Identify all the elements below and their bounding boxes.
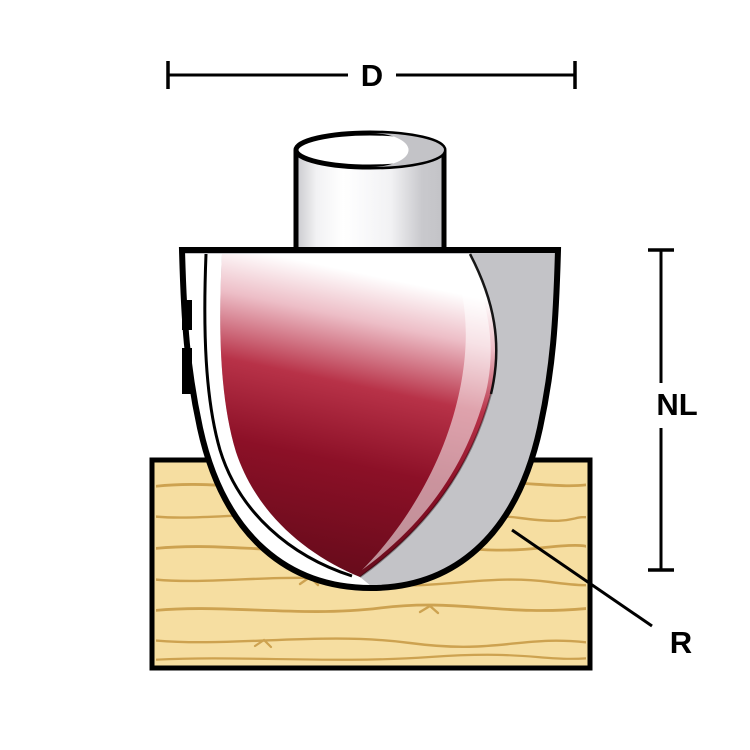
shank-outline <box>293 150 447 250</box>
dimension-diameter: D <box>166 58 577 93</box>
radius-callout: R <box>511 528 692 660</box>
radius-leader-line <box>511 528 653 628</box>
cutting-edge-line <box>203 253 353 578</box>
label-radius: R <box>670 625 692 660</box>
grain-line <box>156 576 586 587</box>
flute-boundary-line <box>468 253 498 395</box>
grain-line <box>156 653 586 661</box>
shank-body <box>296 150 444 250</box>
dimension-net-length: NL <box>648 248 698 572</box>
label-net-length: NL <box>656 387 697 422</box>
grain-kink <box>418 604 440 615</box>
label-diameter: D <box>361 58 383 93</box>
shank-top-shading <box>370 133 444 167</box>
flute-highlight <box>362 254 491 570</box>
bit-head-outline <box>178 247 562 592</box>
grain-kink <box>253 638 273 649</box>
grain-line <box>156 603 586 613</box>
bit-shank <box>293 130 447 250</box>
flute-boundary-line-lower <box>359 393 492 578</box>
bit-head <box>178 247 562 592</box>
grain-line <box>156 637 586 648</box>
